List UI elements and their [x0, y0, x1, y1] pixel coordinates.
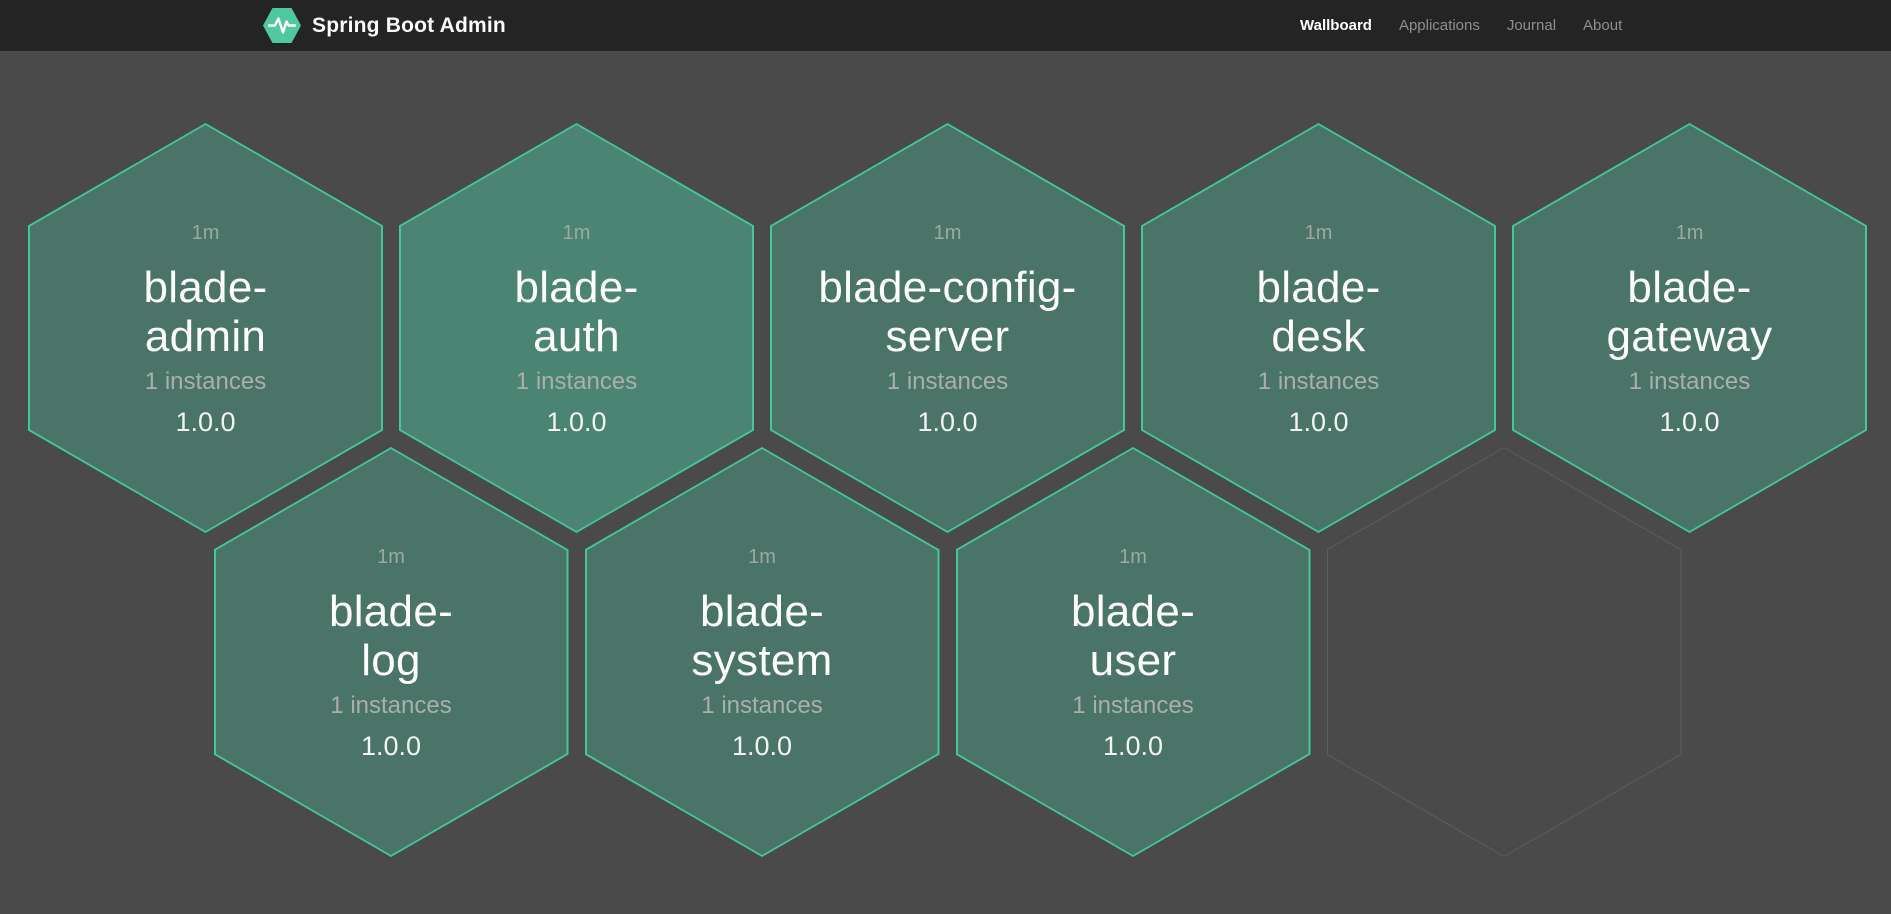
navbar: Spring Boot Admin Wallboard Applications… [0, 0, 1891, 51]
app-hexagon-face: 1m blade-log 1 instances 1.0.0 [216, 449, 567, 855]
app-name: blade-config-server [818, 263, 1076, 361]
app-version: 1.0.0 [917, 407, 977, 437]
app-version: 1.0.0 [361, 731, 421, 761]
app-name: blade-admin [143, 263, 267, 361]
app-hexagon-face: 1m blade-desk 1 instances 1.0.0 [1143, 125, 1494, 531]
app-name: blade-log [329, 587, 453, 685]
app-hexagon-blade-system[interactable]: 1m blade-system 1 instances 1.0.0 [585, 447, 940, 857]
app-instances: 1 instances [516, 368, 637, 396]
app-hexagon-blade-desk[interactable]: 1m blade-desk 1 instances 1.0.0 [1141, 123, 1496, 533]
app-version: 1.0.0 [546, 407, 606, 437]
navbar-menu: Wallboard Applications Journal About [1300, 0, 1622, 51]
app-uptime: 1m [377, 545, 405, 569]
app-hexagon-face: 1m blade-config-server 1 instances 1.0.0 [772, 125, 1123, 531]
app-hexagon-blade-user[interactable]: 1m blade-user 1 instances 1.0.0 [956, 447, 1311, 857]
nav-item-about[interactable]: About [1583, 17, 1622, 34]
app-hexagon-face: 1m blade-auth 1 instances 1.0.0 [401, 125, 752, 531]
app-uptime: 1m [1119, 545, 1147, 569]
app-name: blade-user [1071, 587, 1195, 685]
app-instances: 1 instances [1258, 368, 1379, 396]
app-hexagon-face [1328, 448, 1681, 856]
app-hexagon-blade-config-server[interactable]: 1m blade-config-server 1 instances 1.0.0 [770, 123, 1125, 533]
app-uptime: 1m [748, 545, 776, 569]
app-version: 1.0.0 [1103, 731, 1163, 761]
app-hexagon-blade-auth[interactable]: 1m blade-auth 1 instances 1.0.0 [399, 123, 754, 533]
app-uptime: 1m [563, 221, 591, 245]
app-instances: 1 instances [1629, 368, 1750, 396]
app-version: 1.0.0 [1288, 407, 1348, 437]
brand[interactable]: Spring Boot Admin [262, 0, 506, 51]
app-instances: 1 instances [1072, 692, 1193, 720]
app-uptime: 1m [934, 221, 962, 245]
app-instances: 1 instances [701, 692, 822, 720]
app-instances: 1 instances [887, 368, 1008, 396]
app-hexagon-face: 1m blade-user 1 instances 1.0.0 [958, 449, 1309, 855]
app-instances: 1 instances [145, 368, 266, 396]
app-uptime: 1m [192, 221, 220, 245]
app-name: blade-gateway [1607, 263, 1773, 361]
empty-hexagon [1327, 447, 1682, 857]
app-uptime: 1m [1305, 221, 1333, 245]
app-hexagon-face: 1m blade-system 1 instances 1.0.0 [587, 449, 938, 855]
brand-title: Spring Boot Admin [312, 14, 506, 38]
app-name: blade-auth [514, 263, 638, 361]
app-uptime: 1m [1676, 221, 1704, 245]
nav-item-journal[interactable]: Journal [1507, 17, 1556, 34]
wallboard: 1m blade-admin 1 instances 1.0.0 1m blad… [0, 51, 1891, 914]
app-hexagon-face: 1m blade-gateway 1 instances 1.0.0 [1514, 125, 1865, 531]
app-name: blade-system [691, 587, 832, 685]
app-version: 1.0.0 [732, 731, 792, 761]
app-hexagon-blade-admin[interactable]: 1m blade-admin 1 instances 1.0.0 [28, 123, 383, 533]
nav-item-wallboard[interactable]: Wallboard [1300, 17, 1372, 34]
app-hexagon-blade-log[interactable]: 1m blade-log 1 instances 1.0.0 [214, 447, 569, 857]
nav-item-applications[interactable]: Applications [1399, 17, 1480, 34]
app-version: 1.0.0 [1659, 407, 1719, 437]
app-version: 1.0.0 [175, 407, 235, 437]
app-name: blade-desk [1256, 263, 1380, 361]
app-hexagon-blade-gateway[interactable]: 1m blade-gateway 1 instances 1.0.0 [1512, 123, 1867, 533]
app-hexagon-face: 1m blade-admin 1 instances 1.0.0 [30, 125, 381, 531]
spring-boot-admin-logo-icon [262, 7, 302, 44]
app-instances: 1 instances [330, 692, 451, 720]
